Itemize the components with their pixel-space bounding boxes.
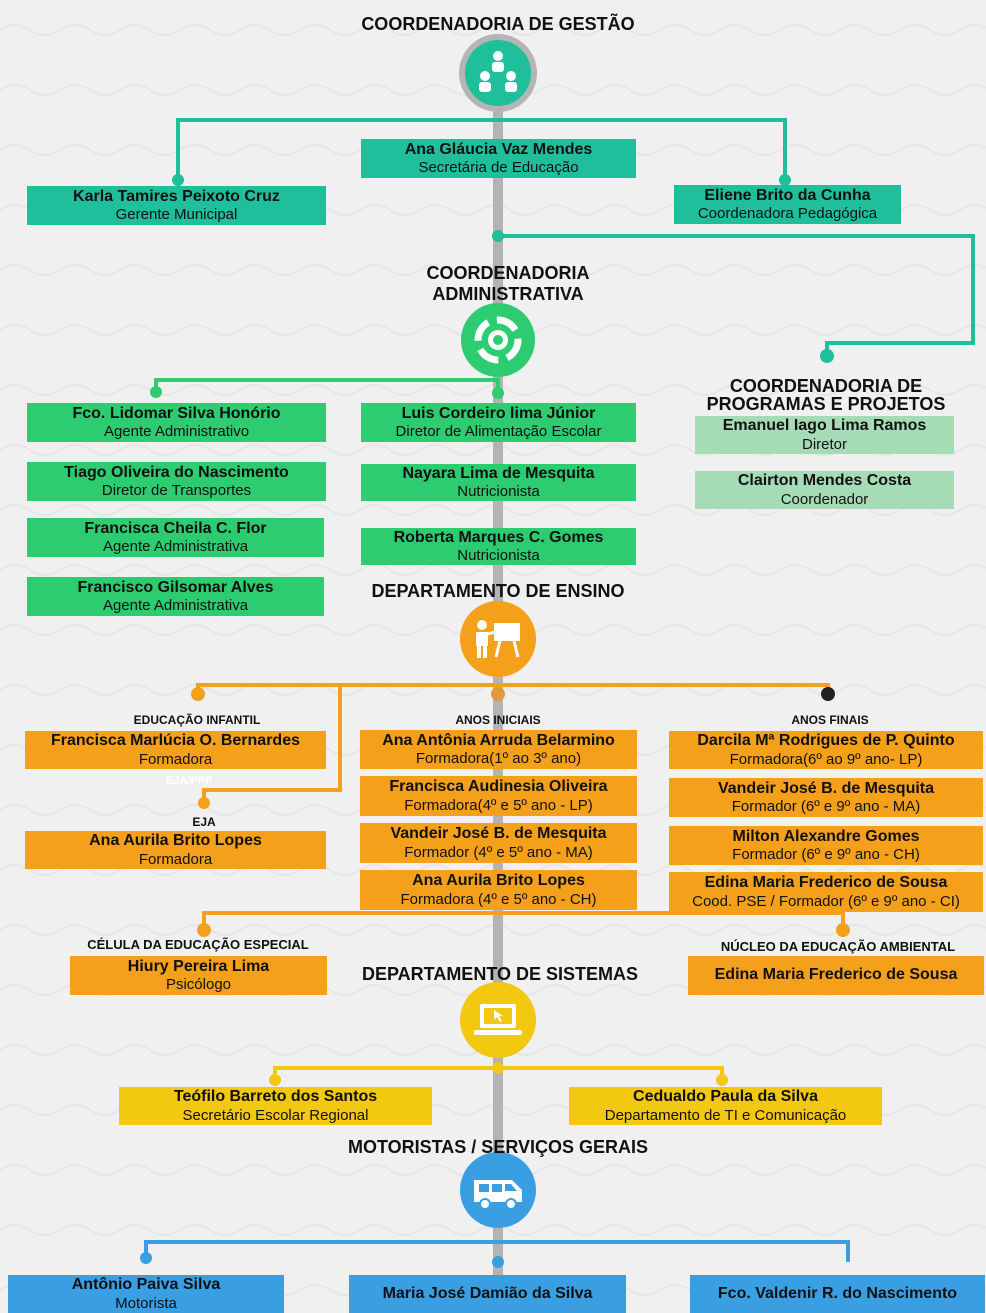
- header-motoristas: MOTORISTAS / SERVIÇOS GERAIS: [347, 1137, 649, 1157]
- motoristas-dots: [140, 1252, 504, 1268]
- gestao-dots: [172, 174, 834, 363]
- card-gilsomar: Francisco Gilsomar Alves Agente Administ…: [27, 577, 324, 616]
- header-departamento-sistemas: DEPARTAMENTO DE SISTEMAS: [361, 964, 639, 984]
- card-antonia: Ana Antônia Arruda Belarmino Formadora(1…: [360, 730, 637, 769]
- card-karla: Karla Tamires Peixoto Cruz Gerente Munic…: [27, 186, 326, 225]
- ghost-label-eja-ppp: EJA/PPP: [166, 775, 213, 787]
- header-coordenadoria-gestao: COORDENADORIA DE GESTÃO: [361, 14, 635, 34]
- card-edina-ambiental: Edina Maria Frederico de Sousa: [688, 956, 984, 995]
- subheader-educacao-infantil: EDUCAÇÃO INFANTIL: [133, 713, 261, 727]
- header-coordenadoria-programas: COORDENADORIA DE PROGRAMAS E PROJETOS: [686, 377, 966, 413]
- card-vandeir-iniciais: Vandeir José B. de Mesquita Formador (4º…: [360, 823, 637, 863]
- card-audinesia: Francisca Audinesia Oliveira Formadora(4…: [360, 776, 637, 816]
- card-darcila: Darcila Mª Rodrigues de P. Quinto Formad…: [669, 731, 983, 769]
- card-tiago: Tiago Oliveira do Nascimento Diretor de …: [27, 462, 326, 501]
- header-adm-line2: ADMINISTRATIVA: [432, 283, 584, 304]
- card-roberta: Roberta Marques C. Gomes Nutricionista: [361, 528, 636, 565]
- card-eliene: Eliene Brito da Cunha Coordenadora Pedag…: [674, 185, 901, 224]
- card-hiury: Hiury Pereira Lima Psicólogo: [70, 956, 327, 995]
- card-cheila: Francisca Cheila C. Flor Agente Administ…: [27, 518, 324, 557]
- card-emanuel: Emanuel Iago Lima Ramos Diretor: [695, 416, 954, 454]
- header-prog-line1: COORDENADORIA DE: [729, 376, 923, 396]
- ensino-dots: [191, 687, 850, 937]
- card-teofilo: Teófilo Barreto dos Santos Secretário Es…: [119, 1087, 432, 1125]
- subheader-educacao-especial: CÉLULA DA EDUCAÇÃO ESPECIAL: [87, 937, 309, 952]
- card-aurila-iniciais: Ana Aurila Brito Lopes Formadora (4º e 5…: [360, 870, 637, 910]
- subheader-educacao-ambiental: NÚCLEO DA EDUCAÇÃO AMBIENTAL: [720, 939, 956, 954]
- card-edina-finais: Edina Maria Frederico de Sousa Cood. PSE…: [669, 872, 983, 912]
- subheader-anos-finais: ANOS FINAIS: [791, 713, 869, 727]
- subheader-anos-iniciais: ANOS INICIAIS: [455, 713, 541, 727]
- administrativa-dots: [150, 386, 504, 399]
- card-valdenir: Fco. Valdenir R. do Nascimento: [690, 1275, 985, 1313]
- gestao-connectors: [176, 118, 975, 358]
- card-aurila-eja: Ana Aurila Brito Lopes Formadora: [25, 831, 326, 869]
- card-clairton: Clairton Mendes Costa Coordenador: [695, 471, 954, 509]
- header-coordenadoria-administrativa: COORDENADORIA ADMINISTRATIVA: [380, 263, 636, 304]
- laptop-cursor-icon: [460, 982, 536, 1058]
- van-icon: [460, 1152, 536, 1228]
- subheader-eja: EJA: [192, 815, 216, 829]
- meeting-people-icon: [459, 34, 537, 112]
- sistemas-dots: [269, 1062, 728, 1086]
- card-cedualdo: Cedualdo Paula da Silva Departamento de …: [569, 1087, 882, 1125]
- header-prog-line2: PROGRAMAS E PROJETOS: [706, 394, 946, 414]
- teacher-board-icon: [460, 601, 536, 677]
- card-lidomar: Fco. Lidomar Silva Honório Agente Admini…: [27, 403, 326, 442]
- recycle-arrows-icon: [461, 303, 535, 377]
- header-departamento-ensino: DEPARTAMENTO DE ENSINO: [371, 581, 625, 601]
- card-luis: Luis Cordeiro lima Júnior Diretor de Ali…: [361, 403, 636, 442]
- card-maria: Maria José Damião da Silva: [349, 1275, 626, 1313]
- card-ana-glaucia: Ana Gláucia Vaz Mendes Secretária de Edu…: [361, 139, 636, 178]
- header-adm-line1: COORDENADORIA: [426, 263, 590, 283]
- card-nayara: Nayara Lima de Mesquita Nutricionista: [361, 464, 636, 501]
- card-vandeir-finais: Vandeir José B. de Mesquita Formador (6º…: [669, 778, 983, 817]
- card-antonio: Antônio Paiva Silva Motorista: [8, 1275, 284, 1313]
- card-marlucia: Francisca Marlúcia O. Bernardes Formador…: [25, 731, 326, 769]
- card-milton: Milton Alexandre Gomes Formador (6º e 9º…: [669, 826, 983, 865]
